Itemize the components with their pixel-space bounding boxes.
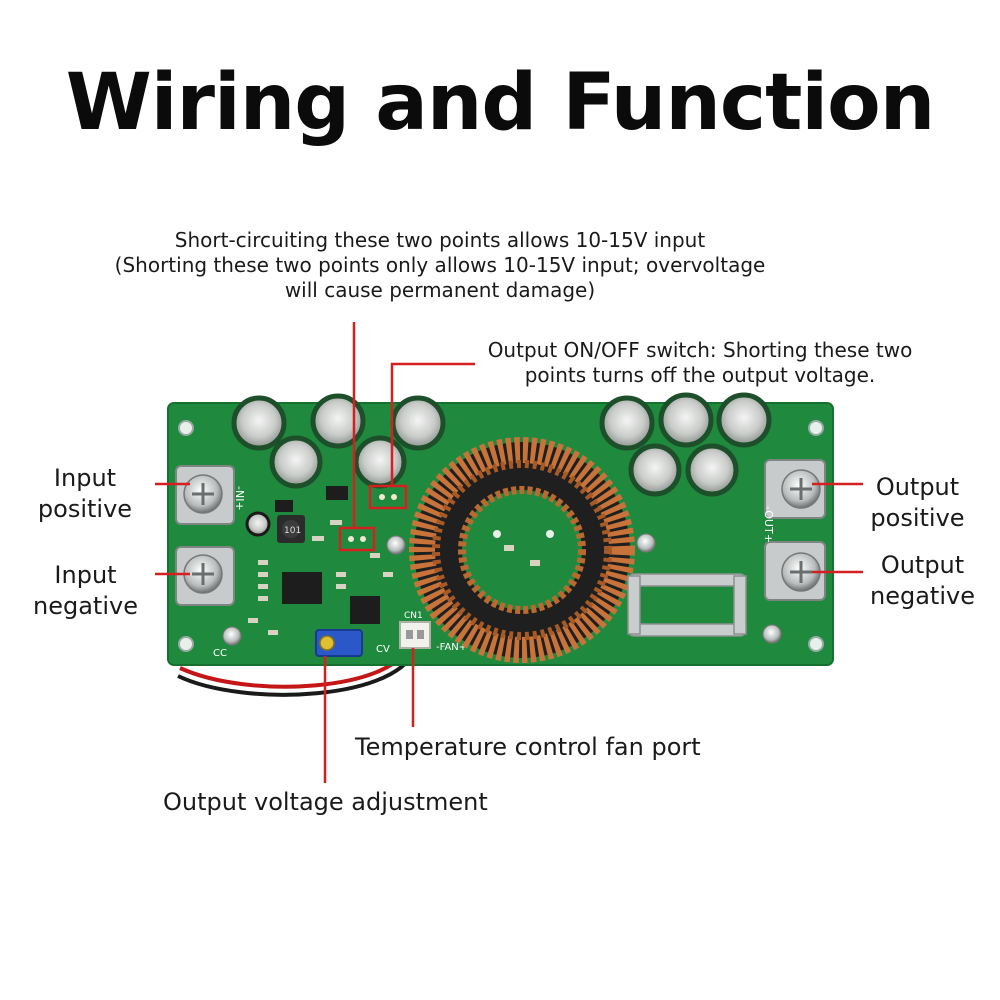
input-positive-terminal <box>175 465 235 525</box>
board-label-in: -NI+ <box>233 486 246 511</box>
output-negative-label-line-2: negative <box>870 582 975 610</box>
board-label-inductor: 101 <box>284 526 301 536</box>
short-circuit-note: Short-circuiting these two points allows… <box>40 228 840 303</box>
input-positive-label-line-2: positive <box>37 495 133 523</box>
board-label-cc: CC <box>213 648 227 659</box>
output-positive-label: Output positive <box>855 472 980 534</box>
toroid-inductor <box>409 437 635 663</box>
board-label-cv: CV <box>376 644 390 655</box>
short-circuit-note-line-3: will cause permanent damage) <box>284 278 596 302</box>
fan-connector <box>399 621 431 649</box>
input-negative-label-line-1: Input <box>54 561 117 589</box>
mounting-holes <box>178 420 824 652</box>
board-label-cn1: CN1 <box>404 611 423 621</box>
input-negative-label: Input negative <box>18 560 153 622</box>
voltage-adjust-potentiometer <box>315 629 363 657</box>
output-negative-label: Output negative <box>855 550 990 612</box>
short-circuit-note-line-2: (Shorting these two points only allows 1… <box>114 253 766 277</box>
callout-lines <box>155 322 863 783</box>
onoff-switch-note: Output ON/OFF switch: Shorting these two… <box>440 338 960 388</box>
input-positive-label-line-1: Input <box>53 464 117 492</box>
shunt-resistors <box>627 573 747 637</box>
page-title: Wiring and Function <box>65 58 935 148</box>
onoff-switch-pads-highlight <box>368 484 408 510</box>
input-negative-label-line-2: negative <box>33 592 138 620</box>
short-circuit-note-line-1: Short-circuiting these two points allows… <box>174 228 706 252</box>
onoff-switch-note-line-2: points turns off the output voltage. <box>524 363 876 387</box>
ic-chips <box>275 486 380 624</box>
input-negative-terminal <box>175 546 235 606</box>
board-label-out: -OUT+ <box>762 506 775 543</box>
smd-components <box>248 520 393 635</box>
electrolytic-capacitors <box>231 392 772 537</box>
short-circuit-pads-highlight <box>338 526 376 552</box>
onoff-switch-note-line-1: Output ON/OFF switch: Shorting these two <box>487 338 913 362</box>
small-inductor <box>277 515 305 543</box>
output-positive-terminal <box>764 459 826 519</box>
fan-port-label: Temperature control fan port <box>355 733 701 761</box>
output-positive-label-line-1: Output <box>875 473 960 501</box>
output-negative-label-line-1: Output <box>880 551 965 579</box>
voltage-adjustment-label: Output voltage adjustment <box>163 788 488 816</box>
output-positive-label-line-2: positive <box>870 504 965 532</box>
board-label-fan: -FAN+ <box>436 642 467 653</box>
input-positive-label: Input positive <box>20 463 150 525</box>
